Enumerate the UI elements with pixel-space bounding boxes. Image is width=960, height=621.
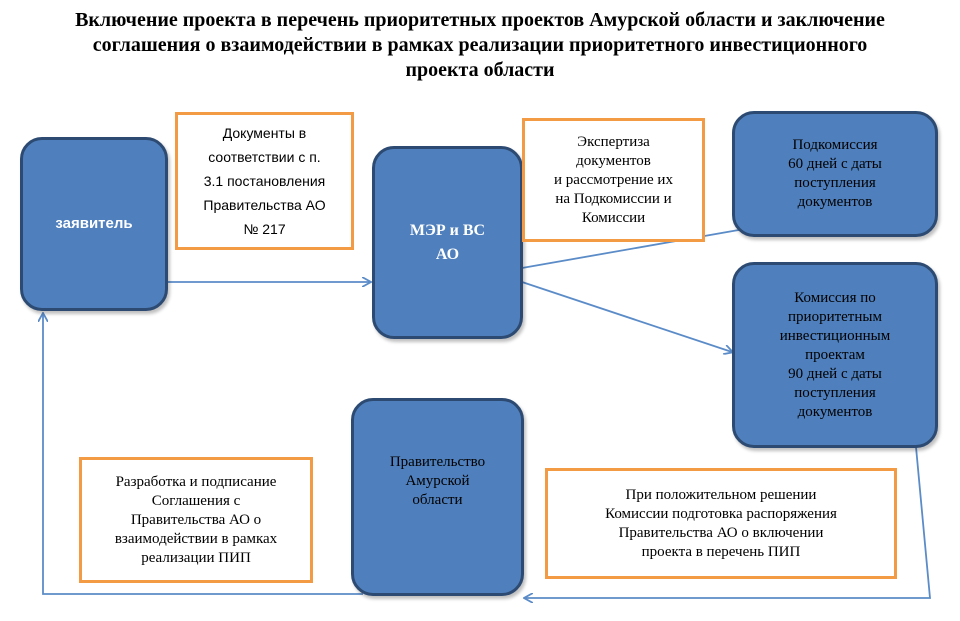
arrow-commission-to-bottom [525, 446, 931, 598]
decision-text: При положительном решении [625, 486, 817, 503]
mer-label: АО [435, 245, 460, 263]
government-text: Амурской [405, 473, 470, 489]
title-line: Включение проекта в перечень приоритетны… [75, 9, 885, 31]
applicant-label: заявитель [55, 215, 133, 232]
subcommission-text: 60 дней с даты [788, 156, 882, 172]
commission-text: Комиссия по [794, 289, 876, 306]
subcommission-node: Подкомиссия 60 дней с даты поступления д… [732, 111, 938, 237]
expertise-text: Экспертиза [577, 133, 650, 150]
expertise-text: Комиссии [581, 209, 646, 226]
expertise-note: Экспертиза документов и рассмотрение их … [522, 118, 705, 242]
expertise-text: на Подкомиссии и [555, 190, 672, 207]
documents-note: Документы в соответствии с п. 3.1 постан… [175, 112, 354, 250]
arrow-government-to-applicant [43, 314, 363, 595]
documents-text: Документы в [222, 125, 307, 141]
agreement-note: Разработка и подписание Соглашения с Пра… [79, 457, 313, 583]
documents-text: соответствии с п. [208, 149, 321, 165]
decision-note: При положительном решении Комиссии подго… [545, 468, 897, 579]
subcommission-text: документов [797, 194, 873, 210]
documents-text: Правительства АО [203, 197, 326, 213]
documents-text: 3.1 постановления [203, 173, 326, 189]
expertise-text: и рассмотрение их [554, 171, 673, 188]
government-text: области [412, 492, 463, 508]
mer-label: МЭР и ВС [409, 221, 486, 239]
title-line: проекта области [405, 59, 555, 81]
decision-text: Правительства АО о включении [618, 524, 824, 541]
government-node: Правительство Амурской области [351, 398, 524, 596]
agreement-text: реализации ПИП [141, 549, 251, 566]
arrow-mer-to-subcommission [521, 227, 751, 269]
commission-text: проектам [805, 346, 865, 363]
agreement-text: взаимодействии в рамках [114, 530, 278, 547]
mer-node: МЭР и ВС АО [372, 146, 523, 339]
agreement-text: Разработка и подписание [115, 473, 277, 490]
agreement-text: Правительства АО о [130, 511, 262, 528]
applicant-node: заявитель [20, 137, 168, 311]
subcommission-text: поступления [794, 175, 876, 191]
commission-text: приоритетным [788, 308, 882, 325]
arrow-mer-to-commission [521, 281, 732, 352]
government-text: Правительство [389, 454, 486, 470]
expertise-text: документов [576, 152, 651, 169]
commission-text: 90 дней с даты [788, 365, 882, 382]
decision-text: проекта в перечень ПИП [641, 543, 801, 560]
title-line: соглашения о взаимодействии в рамках реа… [92, 34, 868, 56]
commission-text: инвестиционным [779, 327, 891, 344]
commission-text: поступления [794, 384, 876, 401]
agreement-text: Соглашения с [151, 492, 241, 509]
page-title: Включение проекта в перечень приоритетны… [20, 8, 940, 83]
decision-text: Комиссии подготовка распоряжения [605, 505, 837, 522]
documents-text: № 217 [243, 221, 286, 237]
subcommission-text: Подкомиссия [792, 137, 878, 153]
commission-text: документов [797, 403, 873, 420]
commission-node: Комиссия по приоритетным инвестиционным … [732, 262, 938, 448]
